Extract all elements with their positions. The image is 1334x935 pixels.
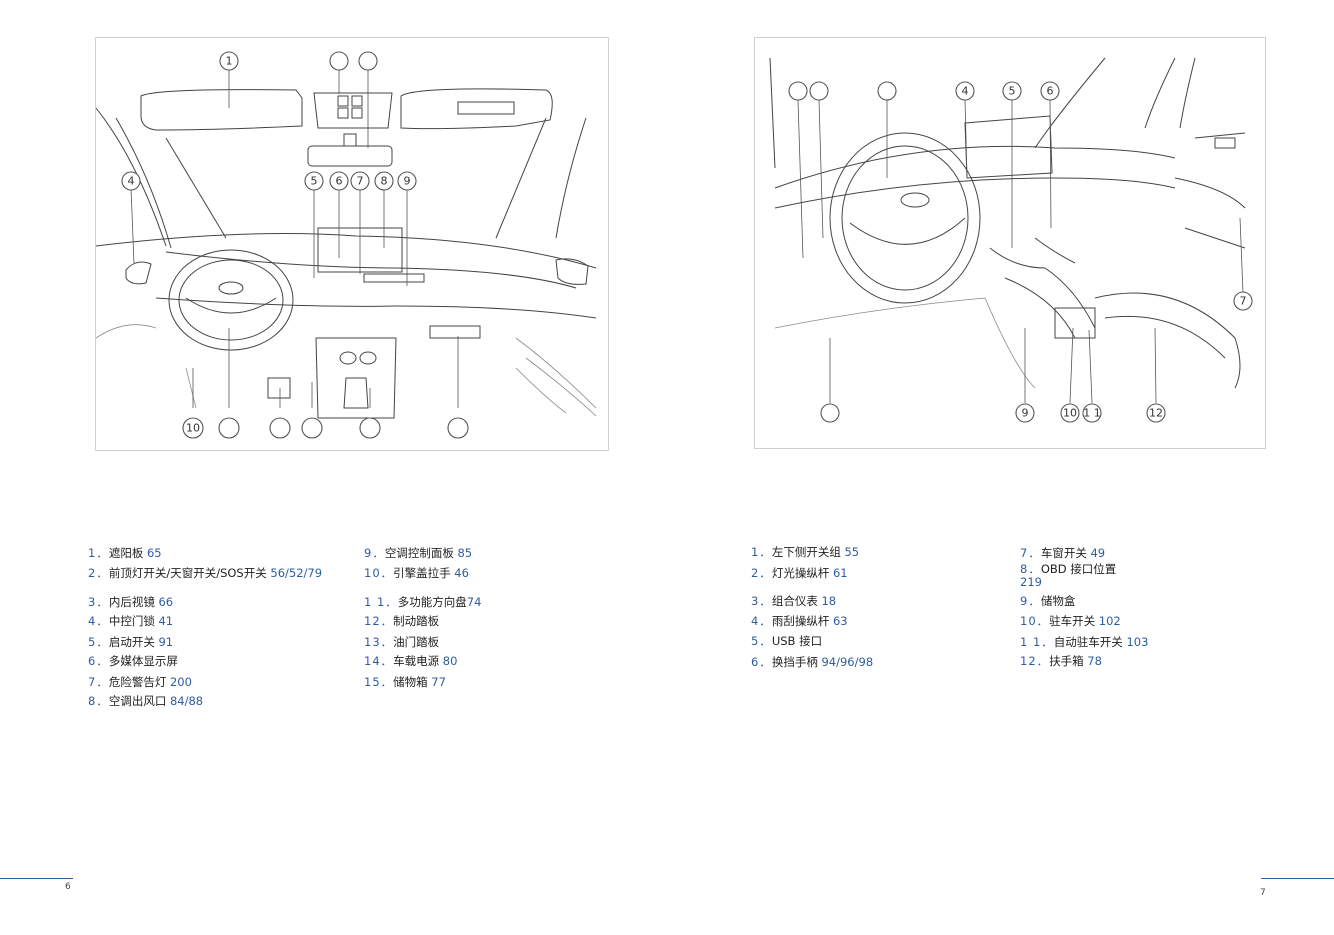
callout-12: 12 (1146, 403, 1166, 423)
list-item: 1 1．多功能方向盘74 (364, 595, 482, 609)
page-number-right: 7 (1260, 888, 1266, 898)
callout-4: 4 (121, 171, 141, 191)
interior-figure-side: 4 5 6 7 9 10 1 1 12 (754, 37, 1266, 449)
svg-text:4: 4 (962, 85, 969, 98)
list-item: 8．空调出风口 84/88 (88, 694, 204, 708)
callout-blank (788, 81, 808, 101)
footer-rule-right (1261, 878, 1334, 879)
list-item: 1 1．自动驻车开关 103 (1020, 635, 1149, 649)
callout-blank (359, 417, 381, 439)
footer-rule-left (0, 878, 73, 879)
list-item: 3．组合仪表 18 (751, 594, 837, 608)
list-item: 6．多媒体显示屏 (88, 654, 178, 668)
list-item: 12．扶手箱 78 (1020, 654, 1102, 668)
svg-text:7: 7 (1240, 295, 1247, 308)
svg-text:7: 7 (357, 175, 364, 188)
list-item: 9．储物盒 (1020, 594, 1076, 608)
list-item: 7．车窗开关 49 (1020, 546, 1106, 560)
callout-10: 10 (1060, 403, 1080, 423)
list-item: 12．制动踏板 (364, 614, 440, 628)
svg-text:10: 10 (1063, 407, 1077, 420)
svg-text:10: 10 (186, 422, 200, 435)
list-item: 9．空调控制面板 85 (364, 546, 473, 560)
svg-text:5: 5 (311, 175, 318, 188)
callout-6: 6 (1040, 81, 1060, 101)
interior-figure-front: 1 4 5 6 7 8 9 10 (95, 37, 609, 451)
list-item: 10．驻车开关 102 (1020, 614, 1121, 628)
list-item: 3．内后视镜 66 (88, 595, 174, 609)
callout-blank (329, 51, 349, 71)
callout-9: 9 (1015, 403, 1035, 423)
callout-blank (877, 81, 897, 101)
svg-text:9: 9 (1022, 407, 1029, 420)
list-item: 4．雨刮操纵杆 63 (751, 614, 848, 628)
list-item: 7．危险警告灯 200 (88, 675, 192, 689)
callout-blank (447, 417, 469, 439)
callout-6: 6 (329, 171, 349, 191)
list-item: 1．遮阳板 65 (88, 546, 162, 560)
callout-7: 7 (1233, 291, 1253, 311)
page-number-left: 6 (65, 882, 71, 892)
callout-5: 5 (1002, 81, 1022, 101)
list-item: 14．车载电源 80 (364, 654, 458, 668)
callout-11: 1 1 (1082, 403, 1102, 423)
list-item: 15．储物箱 77 (364, 675, 446, 689)
callout-4: 4 (955, 81, 975, 101)
callout-9: 9 (397, 171, 417, 191)
list-item: 1．左下侧开关组 55 (751, 545, 860, 559)
callout-blank (820, 403, 840, 423)
svg-text:8: 8 (381, 175, 388, 188)
svg-text:5: 5 (1009, 85, 1016, 98)
callout-blank (269, 417, 291, 439)
callout-blank (358, 51, 378, 71)
list-item: 2．前顶灯开关/天窗开关/SOS开关 56/52/79 (88, 566, 323, 580)
list-item: 13．油门踏板 (364, 635, 440, 649)
svg-text:6: 6 (1047, 85, 1054, 98)
callout-8: 8 (374, 171, 394, 191)
callout-blank (809, 81, 829, 101)
callout-10: 10 (182, 417, 204, 439)
svg-text:12: 12 (1149, 407, 1163, 420)
list-item: 10．引擎盖拉手 46 (364, 566, 469, 580)
dashboard-line-drawing: 1 4 5 6 7 8 9 10 (96, 51, 597, 439)
callout-5: 5 (304, 171, 324, 191)
cockpit-line-drawing: 4 5 6 7 9 10 1 1 12 (769, 57, 1253, 423)
list-item: 6．换挡手柄 94/96/98 (751, 655, 874, 669)
svg-text:4: 4 (128, 175, 135, 188)
list-item: 4．中控门锁 41 (88, 614, 174, 628)
callout-blank (218, 417, 240, 439)
callout-7: 7 (350, 171, 370, 191)
svg-text:1 1: 1 1 (1083, 407, 1101, 420)
list-item: 5．USB 接口 (751, 634, 823, 648)
list-item: 2．灯光操纵杆 61 (751, 566, 848, 580)
svg-text:6: 6 (336, 175, 343, 188)
list-item: 5．启动开关 91 (88, 635, 174, 649)
svg-text:1: 1 (226, 55, 233, 68)
callout-1: 1 (219, 51, 239, 71)
callout-blank (301, 417, 323, 439)
svg-text:9: 9 (404, 175, 411, 188)
